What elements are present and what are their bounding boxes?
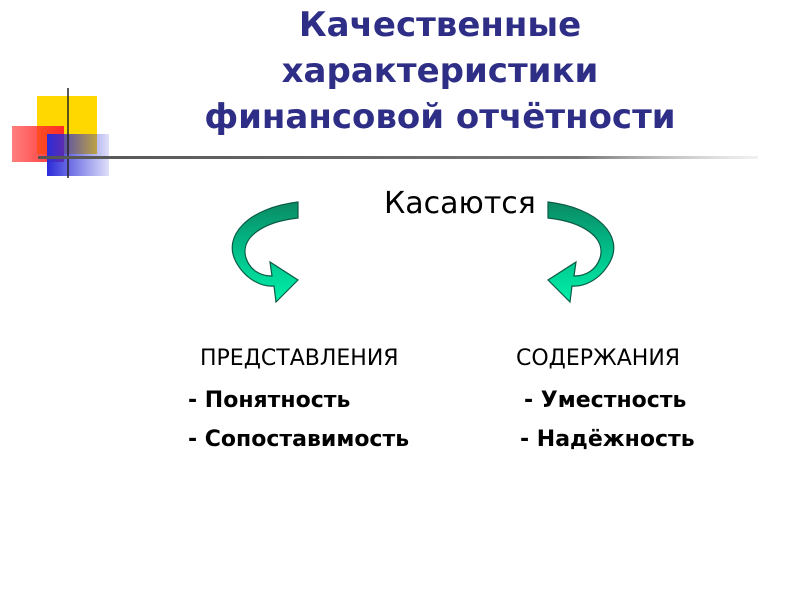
slide-title: Качественные характеристики финансовой о… — [120, 2, 760, 140]
title-line-3: финансовой отчётности — [204, 97, 676, 137]
curved-arrow-left-icon — [231, 201, 299, 304]
list-item: - Понятность — [188, 388, 351, 413]
curved-arrows — [231, 201, 615, 304]
title-line-2: характеристики — [281, 51, 599, 91]
presentation-heading: ПРЕДСТАВЛЕНИЯ — [200, 346, 399, 371]
title-underline — [38, 156, 758, 159]
list-item: - Надёжность — [520, 427, 695, 452]
content-heading: СОДЕРЖАНИЯ — [516, 346, 681, 371]
curved-arrow-right-icon — [547, 201, 615, 304]
list-item: - Сопоставимость — [188, 427, 410, 452]
title-line-1: Качественные — [298, 5, 582, 45]
center-label: Касаются — [384, 186, 536, 221]
decorative-squares — [12, 88, 758, 178]
blue-square — [47, 134, 109, 176]
list-item: - Уместность — [524, 388, 687, 413]
